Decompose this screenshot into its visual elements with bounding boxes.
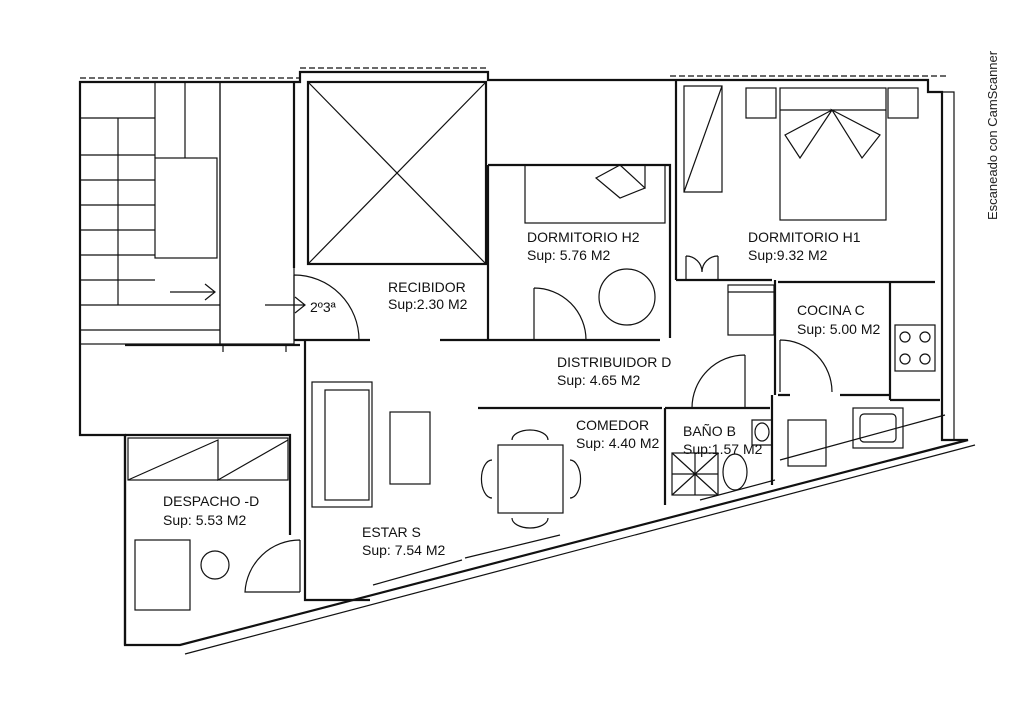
- living-furniture: [311, 381, 582, 529]
- doors: [244, 255, 833, 593]
- light-well: [306, 80, 488, 266]
- bed-h2: [524, 164, 666, 326]
- room-name-estar: ESTAR S: [362, 524, 421, 540]
- interior-walls: [123, 80, 940, 645]
- room-area-distribuidor: Sup: 4.65 M2: [557, 372, 640, 388]
- office-furniture: [127, 437, 289, 611]
- stairwell: [79, 81, 306, 345]
- room-area-dormitorio-h1: Sup:9.32 M2: [748, 247, 828, 263]
- room-name-recibidor: RECIBIDOR: [388, 279, 466, 295]
- room-area-recibidor: Sup:2.30 M2: [388, 296, 468, 312]
- room-area-dormitorio-h2: Sup: 5.76 M2: [527, 247, 610, 263]
- room-name-dormitorio-h1: DORMITORIO H1: [748, 229, 861, 245]
- room-name-comedor: COMEDOR: [576, 417, 649, 433]
- room-area-cocina: Sup: 5.00 M2: [797, 321, 880, 337]
- outer-walls: [78, 67, 976, 655]
- floor-label: 2º3ª: [310, 299, 337, 315]
- room-area-estar: Sup: 7.54 M2: [362, 542, 445, 558]
- room-area-comedor: Sup: 4.40 M2: [576, 435, 659, 451]
- bathroom-fixtures: [671, 419, 773, 496]
- room-name-cocina: COCINA C: [797, 302, 865, 318]
- room-area-bano: Sup:1.57 M2: [683, 441, 763, 457]
- room-name-dormitorio-h2: DORMITORIO H2: [527, 229, 640, 245]
- facade-windows: [372, 479, 776, 586]
- bed-h1: [683, 85, 919, 221]
- room-name-distribuidor: DISTRIBUIDOR D: [557, 354, 671, 370]
- room-name-despacho: DESPACHO -D: [163, 493, 259, 509]
- room-labels: 2º3ª RECIBIDOR Sup:2.30 M2 DORMITORIO H2…: [163, 229, 880, 558]
- room-area-despacho: Sup: 5.53 M2: [163, 512, 246, 528]
- kitchen-fixtures: [727, 284, 946, 467]
- room-name-bano: BAÑO B: [683, 423, 736, 439]
- scanner-watermark: Escaneado con CamScanner: [985, 50, 1000, 220]
